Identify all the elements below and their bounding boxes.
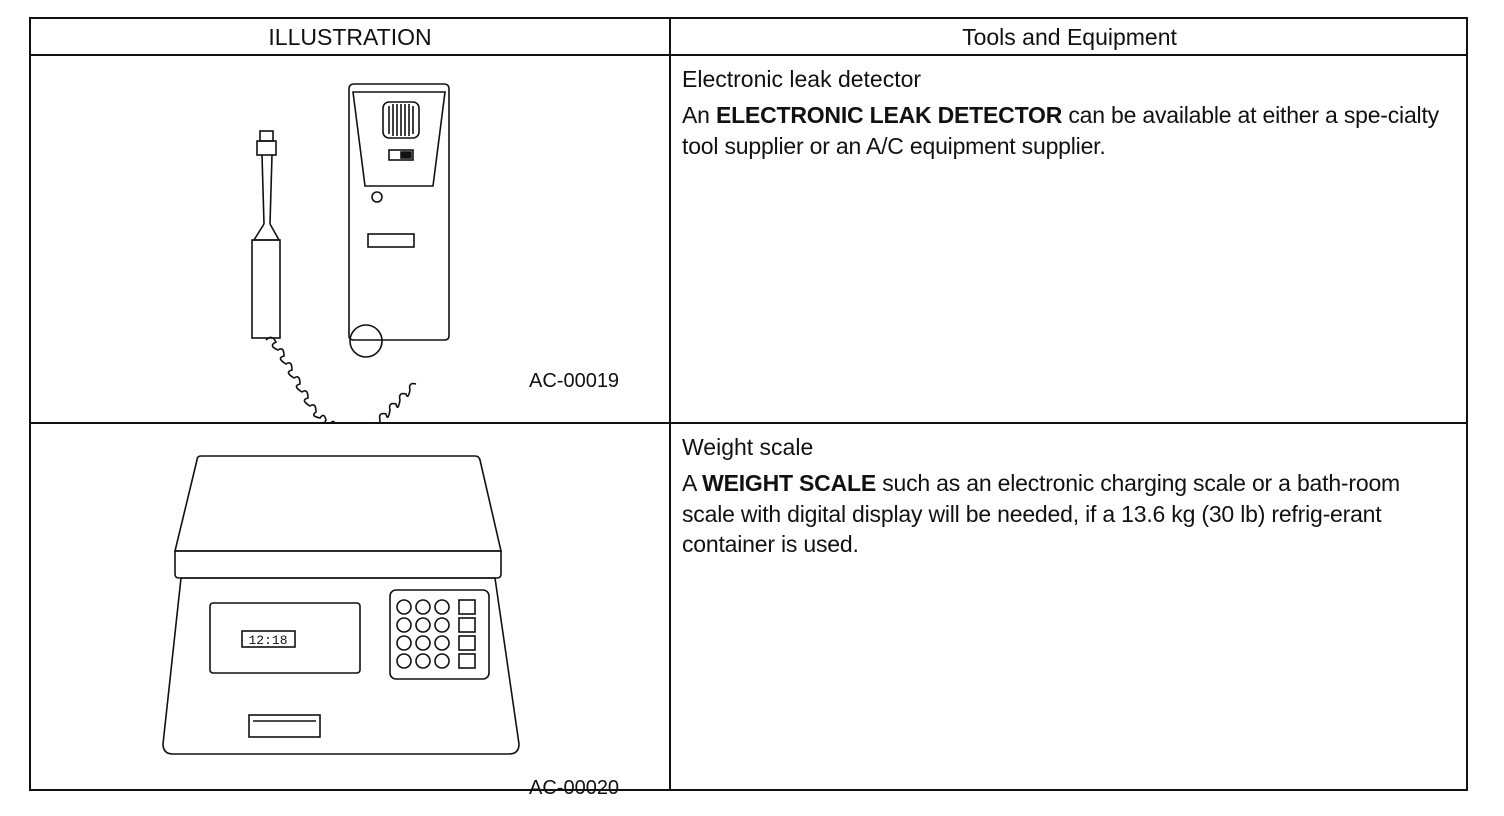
coiled-cord <box>265 336 417 422</box>
tools-table: ILLUSTRATION Tools and Equipment <box>29 17 1468 799</box>
scale-display-window <box>241 630 296 648</box>
scale-display-panel <box>209 602 361 674</box>
scale-base <box>162 577 520 755</box>
item-description: An ELECTRONIC LEAK DETECTOR can be avail… <box>682 100 1457 161</box>
scale-slot <box>248 714 321 738</box>
header-divider <box>31 54 1466 56</box>
figure-code: AC-00019 <box>529 370 620 392</box>
speaker-grille-icon <box>382 101 420 139</box>
column-divider <box>669 19 671 789</box>
item-description: A WEIGHT SCALE such as an electronic cha… <box>682 468 1457 560</box>
description-rest: such as an electronic charging scale or … <box>682 470 1400 557</box>
description-prefix: An <box>682 102 716 128</box>
leak-detector-drawing <box>251 83 450 422</box>
detector-window <box>367 233 415 248</box>
leak-detector-illustration-cell: AC-00019 <box>31 56 669 422</box>
cord-socket <box>349 324 383 358</box>
leak-detector-description-cell: Electronic leak detector An ELECTRONIC L… <box>671 56 1468 422</box>
detector-body <box>348 83 450 341</box>
header-illustration: ILLUSTRATION <box>268 24 432 50</box>
weight-scale-drawing: 12:18 <box>162 455 520 755</box>
keypad-buttons <box>396 599 476 669</box>
weight-scale-illustration-cell: 12:18 AC-00020 <box>31 424 669 799</box>
figure-code: AC-00020 <box>529 777 620 799</box>
header-tools-equipment: Tools and Equipment <box>962 24 1177 50</box>
detector-small-knob <box>371 191 383 203</box>
scale-keypad <box>389 589 490 680</box>
scale-platform-top <box>173 455 503 552</box>
description-bold-term: ELECTRONIC LEAK DETECTOR <box>715 102 1063 128</box>
weight-scale-description-cell: Weight scale A WEIGHT SCALE such as an e… <box>671 424 1468 791</box>
switch-knob <box>400 151 412 159</box>
description-prefix: A <box>682 470 703 496</box>
description-rest: can be available at either a spe-cialty … <box>682 102 1439 159</box>
row-divider <box>31 422 1466 424</box>
probe-wand <box>251 130 281 339</box>
detector-face-panel <box>352 91 446 187</box>
scale-display-reading: 12:18 <box>248 633 287 648</box>
scale-platform-edge <box>174 550 502 579</box>
item-title: Electronic leak detector <box>682 66 922 92</box>
description-bold-term: WEIGHT SCALE <box>702 470 876 496</box>
detector-switch <box>388 149 414 161</box>
item-title: Weight scale <box>682 434 814 460</box>
